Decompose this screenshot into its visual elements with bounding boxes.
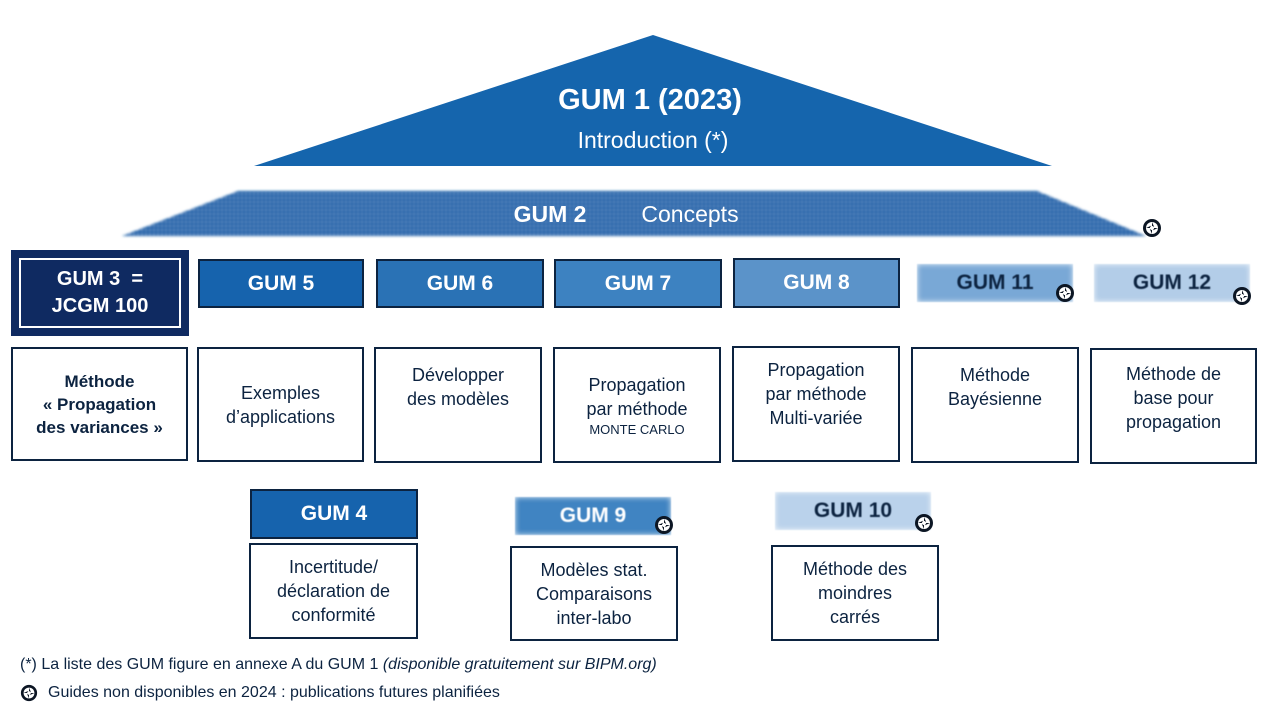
gum5-description: Exemples d’applications	[197, 347, 364, 462]
gum7-desc-line1: Propagation	[588, 374, 686, 395]
gum7-desc-line2: par méthode	[586, 398, 688, 419]
gum5-desc-line2: d’applications	[225, 406, 336, 427]
gum3-header: GUM 3 = JCGM 100	[19, 258, 181, 328]
footnote-gum-list: (*) La liste des GUM figure en annexe A …	[20, 656, 657, 674]
gum3-desc-line3: des variances »	[36, 417, 163, 437]
camera-aperture-icon	[1233, 287, 1251, 305]
gum6-desc-line2: des modèles	[406, 389, 510, 409]
gum5-header: GUM 5	[198, 259, 364, 308]
gum7-header: GUM 7	[554, 259, 722, 308]
footnote-unavailable: Guides non disponibles en 2024 : publica…	[20, 684, 500, 702]
gum1-subtitle: Introduction (*)	[577, 127, 729, 153]
gum9-desc-line3: inter-labo	[556, 607, 632, 628]
gum12-header: GUM 12	[1094, 264, 1250, 302]
gum11-desc-line1: Méthode	[959, 365, 1031, 385]
gum10-description: Méthode des moindres carrés	[771, 545, 939, 641]
gum12-description: Méthode de base pour propagation	[1090, 348, 1257, 464]
camera-aperture-icon	[20, 684, 38, 702]
gum11-header: GUM 11	[917, 264, 1073, 302]
gum9-desc-line2: Comparaisons	[535, 583, 653, 604]
gum12-desc-line2: base pour	[1133, 388, 1214, 408]
roof-graphic	[122, 35, 1146, 236]
gum3-header-background	[11, 250, 189, 336]
camera-aperture-icon	[915, 514, 933, 532]
gum1-triangle	[254, 35, 1052, 166]
gum8-desc-line2: par méthode	[765, 384, 867, 404]
gum10-desc-line1: Méthode des	[802, 559, 908, 579]
gum12-desc-line3: propagation	[1125, 412, 1222, 432]
gum4-header: GUM 4	[250, 489, 418, 539]
gum6-description: Développer des modèles	[374, 347, 542, 463]
footnote-gum-list-main: (*) La liste des GUM figure en annexe A …	[20, 656, 383, 673]
gum8-desc-line1: Propagation	[767, 360, 865, 380]
gum9-desc-line1: Modèles stat.	[540, 559, 648, 580]
gum10-header: GUM 10	[775, 492, 931, 530]
gum4-desc-line1: Incertitude/	[288, 557, 379, 577]
gum11-description: Méthode Bayésienne	[911, 347, 1079, 463]
gum5-desc-line1: Exemples	[240, 382, 321, 403]
gum2-trapezoid	[122, 191, 1146, 236]
gum9-description: Modèles stat. Comparaisons inter-labo	[510, 546, 678, 641]
gum6-desc-line1: Développer	[411, 365, 505, 385]
footnote-gum-list-italic: (disponible gratuitement sur BIPM.org)	[382, 656, 657, 673]
gum3-line1: GUM 3 =	[56, 268, 144, 290]
gum2-title: GUM 2	[513, 201, 587, 227]
gum10-desc-line3: carrés	[829, 607, 880, 627]
gum3-description: Méthode « Propagation des variances »	[11, 347, 188, 461]
gum3-desc-line1: Méthode	[64, 371, 135, 391]
gum7-description: Propagation par méthode MONTE CARLO	[553, 347, 721, 463]
gum8-header: GUM 8	[733, 258, 900, 308]
gum2-subtitle: Concepts	[641, 201, 739, 227]
footnote-unavailable-text: Guides non disponibles en 2024 : publica…	[48, 684, 500, 701]
gum3-line2: JCGM 100	[51, 295, 149, 317]
gum4-description: Incertitude/ déclaration de conformité	[249, 543, 418, 639]
gum8-description: Propagation par méthode Multi-variée	[732, 346, 900, 462]
gum8-desc-line3: Multi-variée	[769, 408, 863, 428]
gum4-desc-line2: déclaration de	[276, 581, 391, 601]
camera-aperture-icon	[1143, 219, 1161, 237]
gum9-header: GUM 9	[515, 497, 671, 535]
gum12-desc-line1: Méthode de	[1125, 364, 1222, 384]
gum7-desc-monte-carlo: MONTE CARLO	[589, 421, 685, 437]
gum4-desc-line3: conformité	[291, 605, 376, 625]
gum10-desc-line2: moindres	[817, 583, 893, 603]
camera-aperture-icon	[1056, 284, 1074, 302]
gum3-desc-line2: « Propagation	[42, 394, 157, 414]
gum11-desc-line2: Bayésienne	[947, 389, 1043, 409]
gum6-header: GUM 6	[376, 259, 544, 308]
camera-aperture-icon	[655, 516, 673, 534]
gum1-title: GUM 1 (2023)	[558, 84, 742, 116]
